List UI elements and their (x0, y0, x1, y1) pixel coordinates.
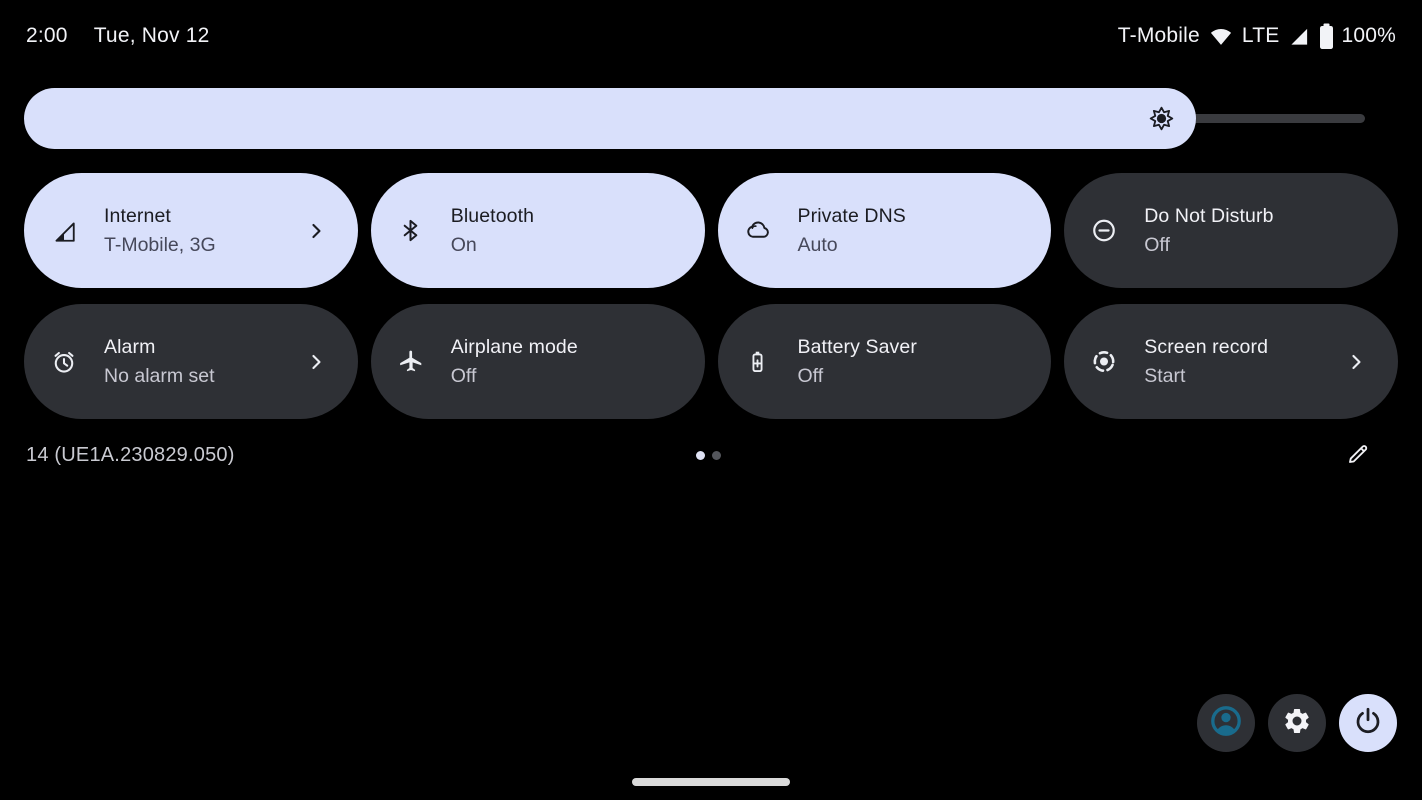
screen-record-icon (1091, 349, 1117, 375)
tile-internet[interactable]: Internet T-Mobile, 3G (24, 173, 358, 288)
page-dot-active (696, 451, 705, 460)
tile-private-dns[interactable]: Private DNS Auto (717, 173, 1052, 288)
date: Tue, Nov 12 (93, 24, 210, 47)
tile-subtitle: Off (1144, 233, 1170, 256)
brightness-fill[interactable] (24, 88, 1196, 149)
network-type-label: LTE (1241, 24, 1280, 47)
carrier-label: T-Mobile (1117, 24, 1200, 47)
tile-subtitle: T-Mobile, 3G (104, 233, 216, 256)
tile-title: Alarm (104, 335, 156, 358)
tile-title: Screen record (1144, 335, 1269, 358)
footer-buttons (1197, 694, 1397, 752)
tile-title: Bluetooth (450, 204, 535, 227)
airplane-icon (398, 349, 424, 375)
status-bar-right: T-Mobile LTE 100% (1118, 23, 1396, 50)
tile-battery-saver[interactable]: Battery Saver Off (717, 304, 1052, 419)
edit-tiles-button[interactable] (1344, 442, 1372, 470)
tile-title: Do Not Disturb (1144, 204, 1274, 227)
tile-bluetooth[interactable]: Bluetooth On (370, 173, 705, 288)
cellular-signal-icon (1287, 25, 1310, 48)
bluetooth-icon (398, 218, 424, 244)
brightness-icon (1148, 105, 1175, 132)
power-icon (1353, 706, 1383, 741)
build-number-label: 14 (UE1A.230829.050) (26, 444, 235, 466)
chevron-right-icon (304, 350, 328, 374)
home-gesture-handle[interactable] (632, 778, 790, 786)
tile-screen-record[interactable]: Screen record Start (1064, 304, 1398, 419)
battery-percent-label: 100% (1341, 24, 1396, 47)
alarm-clock-icon (51, 349, 77, 375)
brightness-slider[interactable] (24, 88, 1365, 149)
user-switcher-button[interactable] (1197, 694, 1255, 752)
wifi-icon (1208, 23, 1234, 49)
chevron-right-icon (304, 219, 328, 243)
clock: 2:00 (26, 24, 68, 47)
tile-subtitle: On (450, 233, 477, 256)
settings-button[interactable] (1268, 694, 1326, 752)
user-avatar-icon (1208, 703, 1244, 744)
battery-saver-icon (745, 349, 771, 375)
do-not-disturb-icon (1091, 218, 1117, 244)
page-dot-inactive (712, 451, 721, 460)
gear-icon (1282, 706, 1312, 741)
tile-do-not-disturb[interactable]: Do Not Disturb Off (1064, 173, 1398, 288)
tile-title: Private DNS (797, 204, 906, 227)
tile-subtitle: Off (797, 364, 824, 387)
tile-alarm[interactable]: Alarm No alarm set (24, 304, 358, 419)
power-button[interactable] (1339, 694, 1397, 752)
chevron-right-icon (1344, 350, 1368, 374)
cloud-icon (745, 218, 771, 244)
status-bar-left: 2:00 Tue, Nov 12 (26, 24, 210, 48)
tile-subtitle: No alarm set (104, 364, 215, 387)
status-bar: 2:00 Tue, Nov 12 T-Mobile LTE 100% (26, 22, 1396, 50)
tile-title: Internet (104, 204, 171, 227)
tile-title: Battery Saver (797, 335, 917, 358)
battery-icon (1318, 23, 1335, 50)
tile-title: Airplane mode (450, 335, 578, 358)
page-indicator (696, 451, 721, 460)
tile-subtitle: Start (1144, 364, 1186, 387)
tile-subtitle: Auto (797, 233, 838, 256)
pencil-icon (1345, 441, 1371, 472)
tile-airplane-mode[interactable]: Airplane mode Off (370, 304, 705, 419)
mobile-data-icon (51, 218, 77, 244)
quick-tiles-grid: Internet T-Mobile, 3G Bluetooth On (24, 173, 1398, 419)
tile-subtitle: Off (450, 364, 477, 387)
